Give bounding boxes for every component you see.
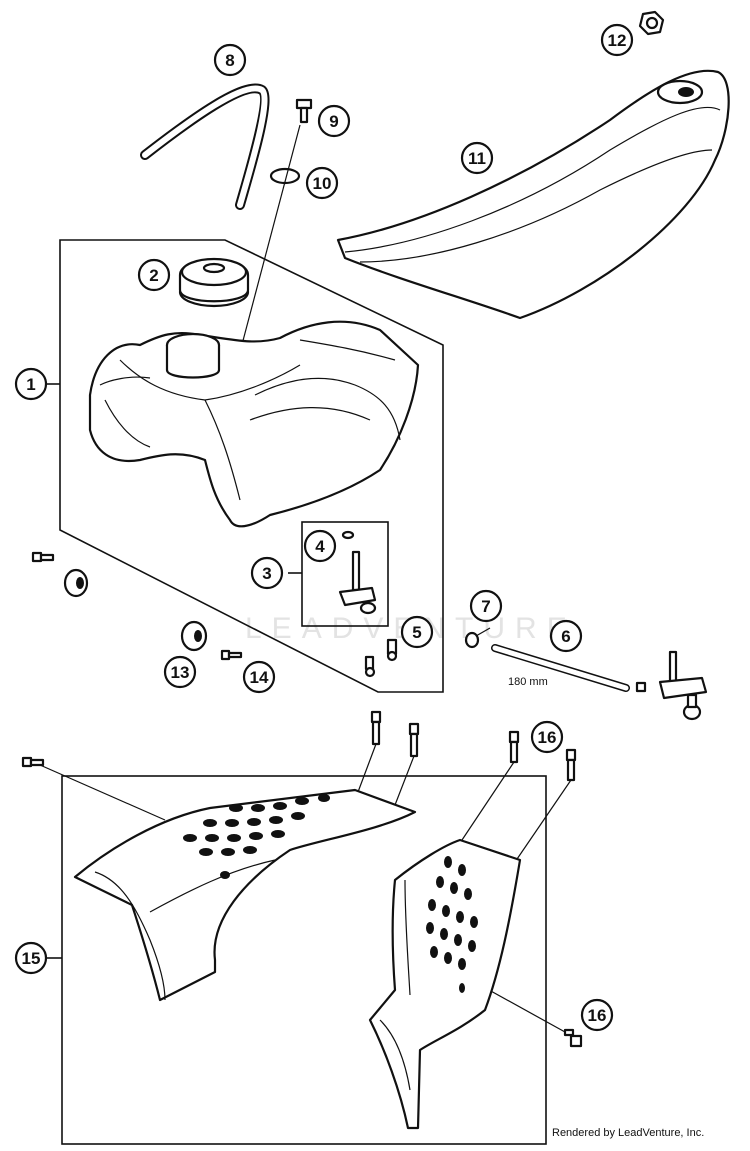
svg-text:4: 4 — [315, 537, 325, 556]
svg-text:13: 13 — [171, 663, 190, 682]
fuel-tap — [338, 530, 377, 615]
callout-11: 11 — [460, 141, 494, 175]
callout-14: 14 — [242, 660, 276, 694]
callout-16-bottom: 16 — [580, 998, 614, 1032]
svg-text:9: 9 — [329, 112, 338, 131]
callout-3: 3 — [250, 556, 284, 590]
skid-bolt-c — [508, 730, 520, 764]
skid-bolt-left — [21, 756, 45, 768]
fuel-tap-right — [635, 650, 708, 721]
svg-text:10: 10 — [313, 174, 332, 193]
skid-bolt-right — [563, 1028, 583, 1048]
svg-text:15: 15 — [22, 949, 41, 968]
svg-text:7: 7 — [481, 597, 490, 616]
svg-text:1: 1 — [26, 375, 35, 394]
callout-9: 9 — [317, 104, 351, 138]
hose-clip — [464, 627, 491, 649]
svg-text:8: 8 — [225, 51, 234, 70]
callout-16-top: 16 — [530, 720, 564, 754]
breather-valve — [295, 98, 313, 124]
callout-6: 6 — [549, 619, 583, 653]
svg-text:11: 11 — [468, 149, 486, 168]
svg-text:3: 3 — [262, 564, 271, 583]
skid-plate-frame — [61, 775, 547, 1145]
tank-group-frame — [59, 239, 444, 693]
hose-length-label: 180 mm — [508, 676, 548, 688]
svg-text:6: 6 — [561, 627, 570, 646]
callout-5: 5 — [400, 615, 434, 649]
svg-text:5: 5 — [412, 623, 421, 642]
skid-plate-right — [368, 838, 522, 1130]
svg-text:14: 14 — [250, 668, 269, 687]
callout-8: 8 — [213, 43, 247, 77]
tap-screw-2 — [364, 655, 376, 678]
svg-text:16: 16 — [588, 1006, 607, 1025]
callout-2: 2 — [137, 258, 171, 292]
callout-7: 7 — [469, 589, 503, 623]
fuel-tap-frame — [301, 521, 389, 627]
tank-bolt-left — [31, 551, 55, 563]
callout-13: 13 — [163, 655, 197, 689]
fuel-cap — [178, 257, 250, 308]
tank-bushing-left — [63, 568, 89, 598]
fuel-hose — [491, 644, 630, 692]
render-credit: Rendered by LeadVenture, Inc. — [552, 1127, 705, 1139]
skid-bolt-d — [565, 748, 577, 782]
svg-text:12: 12 — [608, 31, 627, 50]
tap-screw — [386, 638, 398, 662]
svg-text:2: 2 — [149, 266, 158, 285]
skid-bolt-b — [408, 722, 420, 758]
tank-bolt — [220, 649, 243, 661]
callout-4: 4 — [303, 529, 337, 563]
callout-10: 10 — [305, 166, 339, 200]
callout-1: 1 — [14, 367, 48, 401]
callout-12: 12 — [600, 23, 634, 57]
skid-bolt-a — [370, 710, 382, 746]
rubber-bushing — [180, 620, 208, 652]
svg-text:16: 16 — [538, 728, 557, 747]
seat-nut — [638, 10, 665, 36]
fuel-tank — [88, 320, 420, 528]
callout-15: 15 — [14, 941, 48, 975]
skid-plate-left — [73, 788, 417, 1002]
